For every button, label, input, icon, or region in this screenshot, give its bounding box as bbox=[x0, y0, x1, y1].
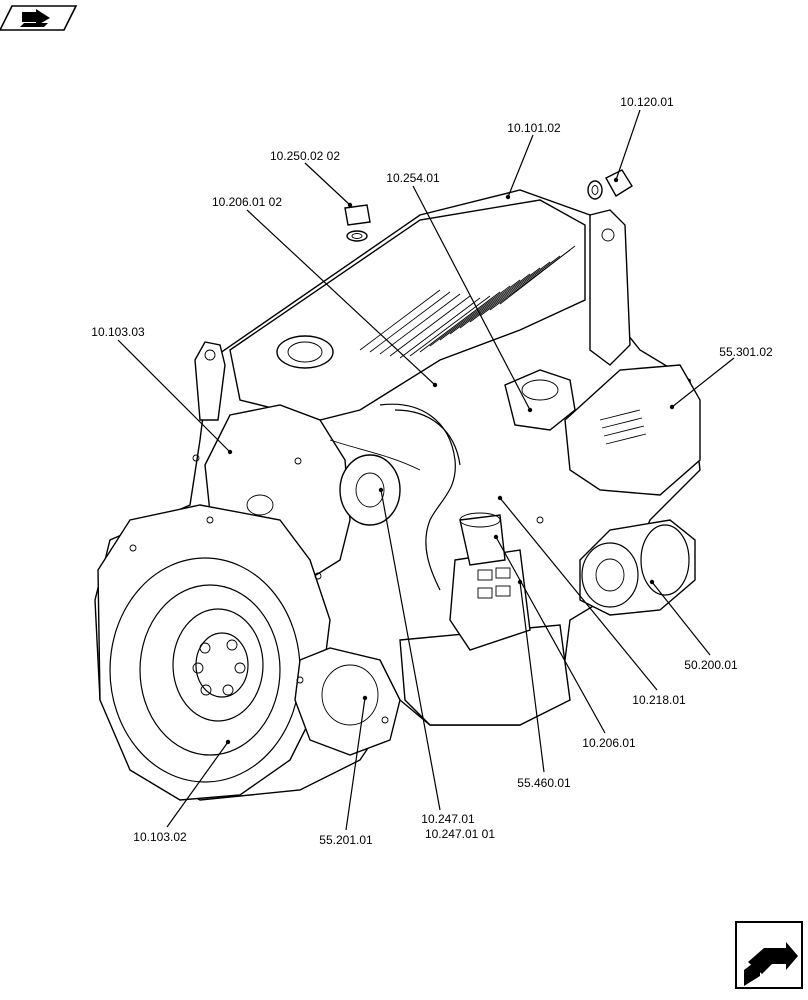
leader-lines bbox=[117, 109, 735, 831]
label-55-201-01[interactable]: 55.201.01 bbox=[319, 833, 373, 847]
engine-illustration bbox=[94, 169, 701, 801]
label-10-206-01-02[interactable]: 10.206.01 02 bbox=[212, 195, 282, 209]
callout-labels: 10.120.01 10.101.02 10.250.02 02 10.254.… bbox=[91, 95, 773, 847]
label-10-101-02[interactable]: 10.101.02 bbox=[507, 121, 561, 135]
label-10-206-01[interactable]: 10.206.01 bbox=[582, 736, 636, 750]
label-10-247-01-01[interactable]: 10.247.01 01 bbox=[425, 827, 495, 841]
label-50-200-01[interactable]: 50.200.01 bbox=[684, 658, 738, 672]
label-10-103-02[interactable]: 10.103.02 bbox=[133, 830, 187, 844]
label-10-247-01[interactable]: 10.247.01 bbox=[421, 812, 475, 826]
label-55-460-01[interactable]: 55.460.01 bbox=[517, 776, 571, 790]
prev-page-arrow-icon[interactable] bbox=[0, 5, 78, 31]
label-10-218-01[interactable]: 10.218.01 bbox=[632, 693, 686, 707]
label-10-120-01[interactable]: 10.120.01 bbox=[620, 95, 674, 109]
label-10-103-03[interactable]: 10.103.03 bbox=[91, 325, 145, 339]
label-55-301-02[interactable]: 55.301.02 bbox=[719, 345, 773, 359]
label-10-250-02-02[interactable]: 10.250.02 02 bbox=[270, 149, 340, 163]
next-page-arrow-icon[interactable] bbox=[735, 921, 803, 989]
label-10-254-01[interactable]: 10.254.01 bbox=[386, 171, 440, 185]
